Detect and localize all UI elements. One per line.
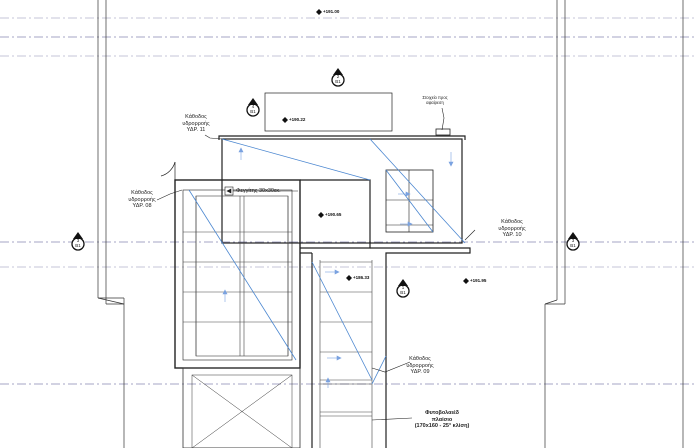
grid-axes	[0, 36, 697, 385]
left-grid-panel	[183, 195, 292, 357]
elevation-mid: +186.33	[353, 275, 370, 280]
leader-lines	[156, 107, 476, 421]
section-marker-points	[73, 68, 578, 286]
section-marker-circles	[71, 73, 580, 298]
elevation-right: +191.95	[470, 278, 487, 283]
elevation-center: +190.65	[325, 212, 342, 217]
skylight-label: Φεγγίτης 30x30εκ.	[236, 188, 281, 194]
grid-axes-faint	[0, 17, 697, 268]
roof-slope-lines	[188, 138, 466, 385]
skylight-icon	[224, 186, 234, 196]
slope-arrows	[222, 147, 454, 388]
elevation-symbols	[282, 9, 469, 284]
outer-walls	[97, 0, 684, 448]
central-block	[174, 92, 471, 448]
lower-void	[182, 367, 301, 448]
elevation-top: +191.00	[323, 9, 340, 14]
stair-steps	[319, 260, 373, 448]
elevation-upper: +190.22	[289, 117, 306, 122]
door-swing	[160, 161, 176, 182]
